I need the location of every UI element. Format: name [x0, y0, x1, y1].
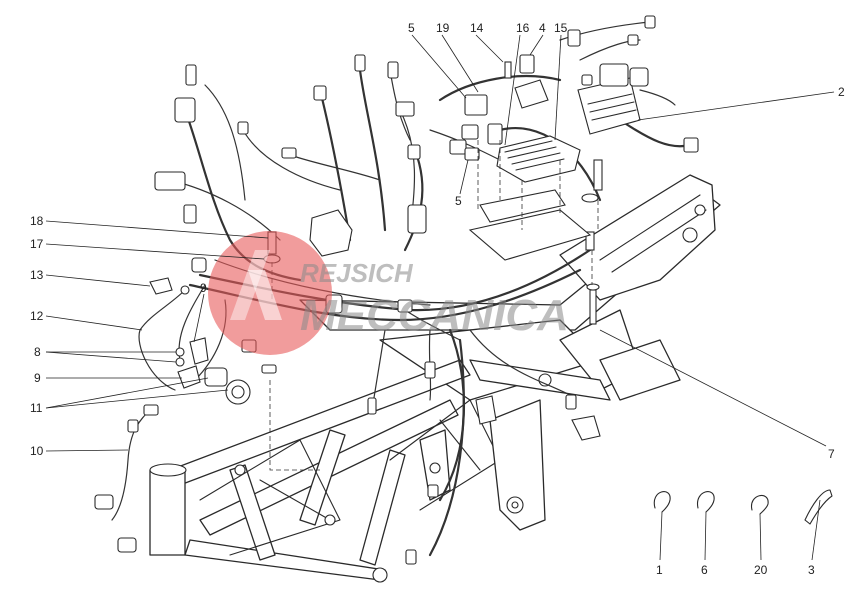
callout-4: 4: [539, 21, 546, 35]
bolt-icon: [504, 61, 512, 79]
callout-3: 3: [808, 563, 815, 577]
callout-7: 7: [828, 447, 835, 461]
battery-tray-icon: [468, 209, 592, 261]
watermark-line1: REJSICH: [300, 258, 414, 288]
callout-labels: 5 19 14 16 4 15 5 2 7 18 17 13 12 9 8 9 …: [30, 21, 845, 577]
connector-icon: [281, 147, 297, 159]
callout-5-top: 5: [408, 21, 415, 35]
connector-icon: [424, 361, 436, 379]
connector-icon: [427, 484, 439, 498]
connector-icon: [627, 34, 639, 46]
callout-16: 16: [516, 21, 530, 35]
connector-icon: [191, 257, 207, 273]
connector-icon: [354, 54, 366, 72]
relay-icon: [514, 79, 549, 109]
connector-icon: [644, 15, 656, 29]
callout-14: 14: [470, 21, 484, 35]
bolt-icon: [585, 231, 595, 251]
callout-11: 11: [30, 401, 43, 415]
callout-13: 13: [30, 268, 44, 282]
callout-18: 18: [30, 214, 44, 228]
bolt-icon: [589, 289, 597, 325]
sensor-icon: [149, 277, 173, 295]
callout-12: 12: [30, 309, 44, 323]
connector-icon: [367, 397, 377, 415]
clip-icon: [653, 491, 671, 513]
nut-icon: [175, 347, 185, 357]
callout-19: 19: [436, 21, 450, 35]
regulator-icon: [496, 135, 581, 183]
connector-icon: [599, 63, 629, 87]
callout-15: 15: [554, 21, 568, 35]
connector-icon: [185, 64, 197, 86]
frame: [149, 174, 721, 583]
connector-icon: [174, 97, 196, 123]
relay-icon: [487, 123, 503, 145]
callout-17: 17: [30, 237, 44, 251]
clip-icon: [751, 494, 769, 515]
callout-6: 6: [701, 563, 708, 577]
callout-2: 2: [838, 85, 845, 99]
callout-20: 20: [754, 563, 768, 577]
bracket-icon: [177, 365, 201, 389]
connector-icon: [407, 144, 421, 160]
connector-icon: [261, 364, 277, 374]
callout-10: 10: [30, 444, 44, 458]
connector-icon: [395, 101, 415, 117]
nut-icon: [175, 357, 185, 367]
clip-icon: [697, 491, 715, 513]
connector-icon: [567, 29, 581, 47]
bolt-icon: [593, 159, 603, 191]
wiring-harness: [111, 21, 692, 557]
watermark-line2: MECCANICA: [300, 291, 569, 340]
leader-lines: [45, 34, 835, 561]
relay-icon: [464, 147, 480, 161]
bracket-icon: [189, 337, 209, 365]
cable-tie-icon: [804, 489, 833, 525]
coil-icon: [309, 209, 353, 257]
connector-icon: [683, 137, 699, 153]
connector-icon: [127, 419, 139, 433]
callout-9-left: 9: [34, 371, 41, 385]
connector-icon: [405, 549, 417, 565]
callout-1: 1: [656, 563, 663, 577]
callout-8: 8: [34, 345, 41, 359]
connector-icon: [313, 85, 327, 101]
relay-icon: [449, 139, 467, 155]
connector-icon: [407, 204, 427, 234]
callout-5-bottom: 5: [455, 194, 462, 208]
sensor-icon: [94, 494, 114, 510]
relay-icon: [464, 94, 488, 116]
connector-icon: [143, 404, 159, 416]
components: [94, 15, 833, 565]
connector-icon: [154, 171, 186, 191]
connector-icon: [629, 67, 649, 87]
connector-icon: [397, 299, 413, 313]
connector-icon: [565, 394, 577, 410]
sensor-icon: [117, 537, 137, 553]
plate-icon: [479, 189, 566, 223]
connector-icon: [183, 204, 197, 224]
relay-icon: [204, 367, 228, 387]
relay-icon: [461, 124, 479, 140]
connector-icon: [387, 61, 399, 79]
nut-icon: [581, 74, 593, 86]
fuse-icon: [519, 54, 535, 74]
connector-icon: [237, 121, 249, 135]
watermark-logo: REJSICH MECCANICA: [208, 231, 569, 355]
callout-9-top: 9: [200, 281, 207, 295]
